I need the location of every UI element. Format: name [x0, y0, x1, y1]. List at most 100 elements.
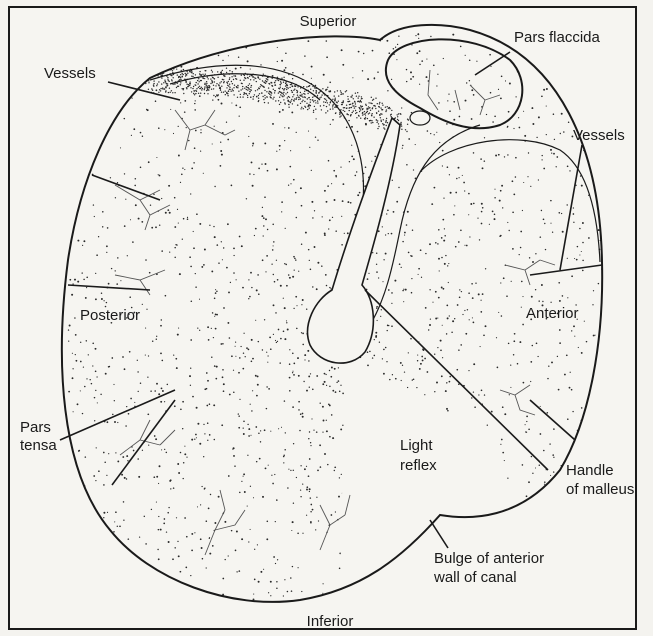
stipple-dot	[283, 595, 284, 596]
stipple-dot	[324, 373, 326, 375]
stipple-dot	[397, 44, 398, 45]
stipple-dot	[173, 77, 174, 78]
stipple-dot	[277, 47, 278, 48]
stipple-dot	[332, 99, 333, 100]
stipple-dot	[311, 170, 312, 171]
stipple-dot	[207, 422, 209, 424]
stipple-dot	[239, 492, 241, 494]
stipple-dot	[247, 60, 249, 62]
stipple-dot	[139, 536, 140, 537]
stipple-dot	[265, 97, 266, 98]
stipple-dot	[269, 91, 270, 92]
stipple-dot	[561, 520, 563, 522]
stipple-dot	[229, 337, 231, 339]
stipple-dot	[330, 124, 331, 125]
stipple-dot	[301, 205, 303, 207]
stipple-dot	[282, 93, 283, 94]
stipple-dot	[418, 38, 419, 39]
stipple-dot	[575, 554, 577, 556]
stipple-dot	[128, 538, 130, 540]
stipple-dot	[351, 126, 353, 128]
flaccida-vessels	[428, 70, 500, 115]
stipple-dot	[63, 253, 64, 254]
stipple-dot	[508, 111, 510, 113]
stipple-dot	[228, 91, 229, 92]
stipple-dot	[321, 96, 322, 97]
stipple-dot	[332, 390, 334, 392]
stipple-dot	[379, 103, 380, 104]
stipple-dot	[307, 93, 308, 94]
stipple-dot	[112, 414, 114, 416]
stipple-dot	[239, 106, 241, 108]
stipple-dot	[290, 84, 291, 85]
stipple-dot	[352, 112, 353, 113]
stipple-dot	[217, 77, 218, 78]
stipple-dot	[325, 99, 326, 100]
stipple-dot	[184, 446, 185, 447]
stipple-dot	[532, 261, 534, 263]
stipple-dot	[138, 476, 140, 478]
stipple-dot	[323, 101, 324, 102]
stipple-dot	[443, 288, 445, 290]
stipple-dot	[97, 402, 98, 403]
label-vessels-left: Vessels	[44, 65, 96, 82]
stipple-dot	[408, 138, 410, 140]
stipple-dot	[481, 211, 483, 213]
label-superior: Superior	[300, 13, 357, 30]
stipple-dot	[325, 90, 326, 91]
stipple-dot	[154, 435, 156, 437]
stipple-dot	[205, 70, 206, 71]
stipple-dot	[146, 309, 147, 310]
stipple-dot	[302, 413, 304, 415]
stipple-dot	[381, 121, 382, 122]
stipple-dot	[608, 382, 610, 384]
stipple-dot	[173, 487, 175, 489]
stipple-dot	[167, 68, 168, 69]
stipple-dot	[293, 94, 294, 95]
stipple-dot	[213, 95, 214, 96]
stipple-dot	[227, 139, 229, 141]
stipple-dot	[304, 55, 305, 56]
stipple-dot	[216, 94, 217, 95]
stipple-dot	[264, 39, 266, 41]
stipple-dot	[201, 486, 202, 487]
stipple-dot	[422, 348, 424, 350]
stipple-dot	[200, 504, 201, 505]
stipple-dot	[115, 197, 116, 198]
stipple-dot	[186, 127, 187, 128]
stipple-dot	[290, 150, 291, 151]
stipple-dot	[306, 103, 307, 104]
stipple-dot	[274, 84, 276, 86]
stipple-dot	[387, 330, 388, 331]
stipple-dot	[251, 339, 253, 341]
stipple-dot	[238, 415, 240, 417]
stipple-dot	[158, 81, 159, 82]
stipple-dot	[343, 93, 344, 94]
stipple-dot	[576, 440, 577, 441]
stipple-dot	[345, 91, 346, 92]
stipple-dot	[105, 373, 107, 375]
stipple-dot	[196, 213, 198, 215]
stipple-dot	[446, 123, 448, 125]
stipple-dot	[349, 104, 350, 105]
stipple-dot	[343, 107, 344, 108]
stipple-dot	[277, 61, 278, 62]
stipple-dot	[231, 102, 232, 103]
stipple-dot	[271, 97, 272, 98]
stipple-dot	[473, 152, 475, 154]
stipple-dot	[148, 82, 149, 83]
stipple-dot	[263, 99, 264, 100]
stipple-dot	[194, 90, 195, 91]
stipple-dot	[561, 561, 563, 563]
stipple-dot	[565, 553, 566, 554]
stipple-dot	[285, 67, 287, 69]
stipple-dot	[324, 453, 326, 455]
stipple-dot	[239, 399, 240, 400]
stipple-dot	[459, 116, 461, 118]
stipple-dot	[84, 386, 86, 388]
stipple-dot	[294, 258, 296, 260]
stipple-dot	[196, 82, 197, 83]
stipple-dot	[275, 340, 276, 341]
stipple-dot	[551, 361, 553, 363]
stipple-dot	[421, 60, 423, 62]
